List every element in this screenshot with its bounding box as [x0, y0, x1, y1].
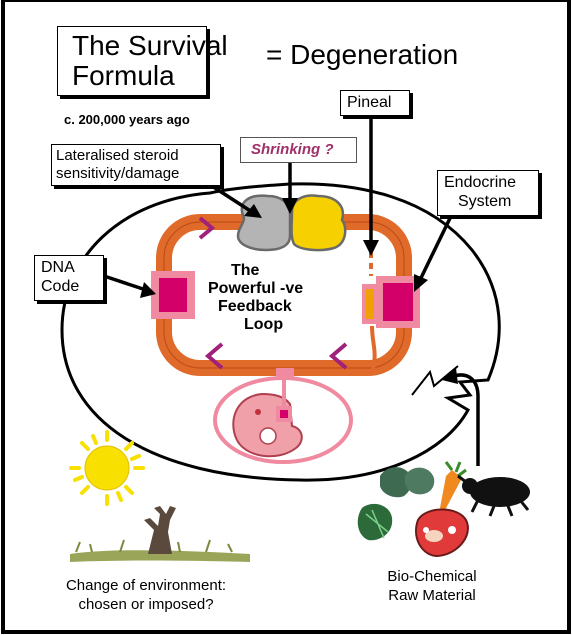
title-line-2: Formula [72, 60, 175, 91]
brain-icon [236, 194, 347, 252]
womb-outline [213, 376, 353, 464]
beetle-icon [457, 474, 530, 517]
carrot-icon [440, 461, 467, 512]
loop-arrow-bottom-left [204, 342, 224, 370]
endocrine-block-inner [383, 283, 413, 321]
loop-arrow-top [198, 216, 216, 240]
loop-line-3: Feedback [218, 298, 292, 315]
notch-lines [411, 365, 459, 396]
lateralised-line-1: Lateralised steroid [56, 147, 179, 164]
pineal-label: Pineal [347, 94, 392, 111]
sun-icon [69, 430, 145, 506]
embryo-icon [232, 380, 303, 458]
loop-line-1: The [231, 262, 260, 279]
loop-line-2: Powerful -ve [208, 280, 304, 297]
endocrine-line-1: Endocrine [444, 174, 517, 191]
loop-arrow-bottom-right [328, 342, 348, 370]
dna-line-1: DNA [41, 259, 75, 276]
endocrine-box: Endocrine System [437, 170, 539, 216]
title-line-1: The Survival [72, 30, 228, 61]
shrinking-label: Shrinking ? [251, 141, 334, 158]
pineal-inner [366, 289, 374, 319]
dna-line-2: Code [41, 278, 80, 295]
biochem-line-2: Raw Material [388, 587, 476, 604]
arrow-endocrine [418, 209, 456, 281]
pineal-box: Pineal [340, 90, 410, 116]
meat-icon [415, 508, 469, 558]
pineal-tail [370, 325, 377, 373]
lateralised-line-2: sensitivity/damage [56, 165, 180, 182]
dna-box: DNA Code [34, 255, 104, 301]
environment-line-2: chosen or imposed? [78, 596, 214, 613]
date-label: c. 200,000 years ago [64, 112, 190, 127]
shrinking-box: Shrinking ? [240, 137, 357, 163]
arrow-lateralised [211, 184, 253, 214]
dna-block-inner [159, 278, 187, 312]
title-box: The Survival Formula [57, 26, 228, 96]
environment-line-1: Change of environment: [65, 577, 227, 594]
endocrine-line-2: System [458, 193, 512, 210]
arrows [103, 114, 480, 466]
loop-line-4: Loop [244, 316, 284, 333]
biochem-line-1: Bio-Chemical [387, 568, 477, 585]
head-outline [60, 182, 501, 482]
equals-degeneration: = Degeneration [266, 39, 459, 70]
umbilical-link [276, 368, 294, 378]
leaf-icon [357, 503, 393, 541]
tree-icon [70, 506, 250, 562]
lateralised-box: Lateralised steroid sensitivity/damage [51, 144, 221, 186]
arrow-dna [103, 274, 147, 292]
leaf-icon [380, 467, 435, 498]
arrow-biochem [453, 373, 480, 466]
